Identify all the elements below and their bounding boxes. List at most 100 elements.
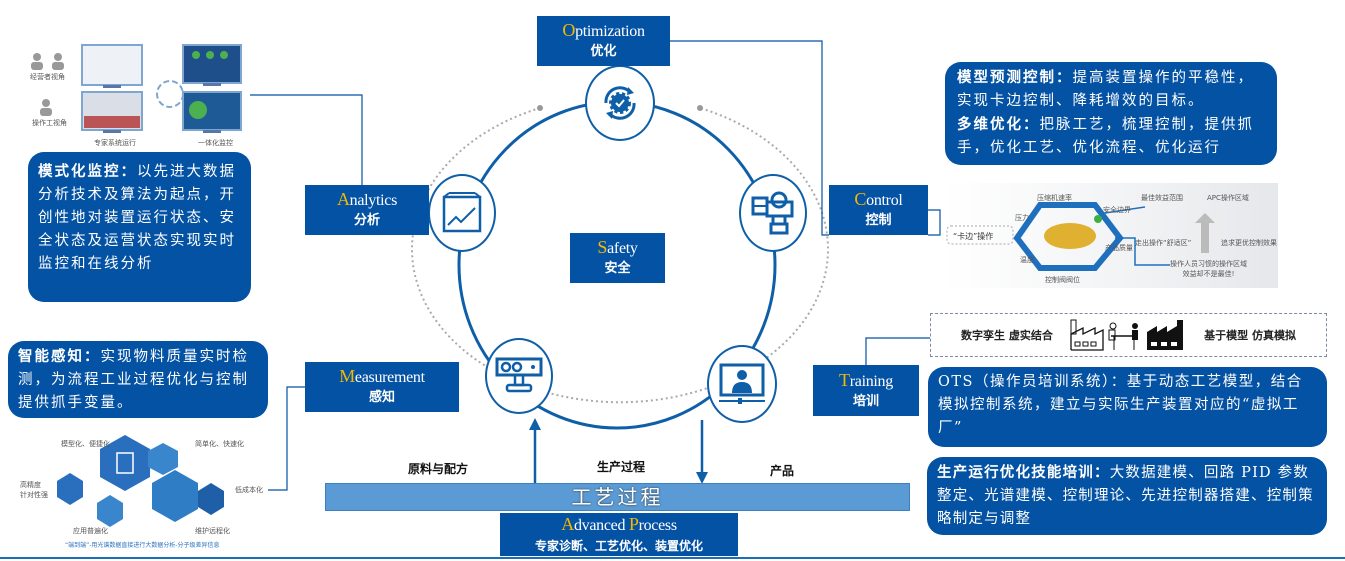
training-zh: 培训: [852, 393, 879, 409]
apc-graphic: [946, 202, 1215, 271]
training-banner: 数字孪生 虚实结合 基于模型 仿真模拟: [930, 313, 1327, 357]
control-valve-icon: [751, 191, 794, 235]
chart-board-icon: [442, 192, 482, 233]
modeling-label: 模型化、便捷化: [61, 440, 110, 448]
connector-training: [865, 337, 930, 365]
training-title: raining: [849, 372, 894, 390]
optimization-node: Optimization 优化: [537, 16, 670, 66]
input-arrow-head: [529, 418, 541, 430]
measurement-node: Measurement 感知: [305, 362, 459, 412]
gear-refresh-icon: [604, 86, 636, 120]
sensing-bubble: 智能感知：实现物料质量实时检测，为流程工业过程优化与控制提供抓手变量。: [8, 341, 268, 418]
mpc-body: 提高装置操作的平稳性，实现卡边控制、降耗增效的目标。: [957, 70, 1254, 109]
edge-valve-label: 控制阀阀位: [1045, 276, 1080, 284]
edge-safety-label: 安全边界: [1103, 206, 1131, 214]
process-initial: P: [628, 513, 639, 534]
input-label: 原料与配方: [408, 462, 469, 476]
edge-pressure-label: 压力: [1015, 214, 1029, 222]
leave-comfort-zone-label: 走出操作“舒适区”: [1135, 239, 1192, 247]
pursue-control-label: 追求更优控制效果: [1221, 239, 1277, 247]
sensing-title: 智能感知：: [18, 348, 101, 365]
multi-opt-body: 把脉工艺，梳理控制，提供抓手，优化工艺、优化流程、优化运行: [957, 117, 1254, 156]
precision-label: 高精度 针对性强: [20, 481, 48, 499]
optimization-zh: 优化: [590, 44, 617, 59]
training-node: Training 培训: [813, 365, 919, 416]
control-title: ontrol: [866, 192, 903, 209]
edge-quality-label: 产品质量: [1105, 244, 1133, 252]
simplify-label: 简单化、快速化: [195, 440, 244, 448]
monitoring-bubble: 模式化监控：以先进大数据分析技术及算法为起点，开创性地对装置运行状态、安全状态及…: [28, 152, 251, 302]
middle-label: 生产过程: [597, 460, 646, 474]
dot-right: [697, 105, 703, 111]
remote-maintenance-label: 维护远程化: [195, 527, 230, 535]
optimization-initial: O: [562, 20, 576, 40]
output-arrow-head: [696, 472, 708, 484]
banner-left-text: 数字孪生 虚实结合: [961, 329, 1053, 342]
control-initial: C: [854, 189, 867, 209]
measurement-zh: 感知: [368, 390, 395, 405]
connector-monitoring: [250, 94, 363, 185]
skills-title: 生产运行优化技能培训：: [937, 464, 1110, 481]
spectroscopy-caption: “端到端”-用光谱数据直接进行大数据分析-分子级差异信息: [65, 542, 220, 549]
monitoring-screens-image: 经营者视角 操作工视角 专家系统运行 一体化监控: [28, 40, 250, 150]
safety-title: afety: [607, 240, 638, 257]
advanced-zh: 专家诊断、工艺优化、装置优化: [534, 538, 703, 553]
safety-initial: S: [597, 237, 608, 257]
connector-optimization: [670, 40, 829, 236]
edge-operation-label: “卡边”操作: [953, 232, 994, 241]
monitoring-body: 以先进大数据分析技术及算法为起点，开创性地对装置运行状态、安全状态及运营状态实现…: [38, 164, 236, 272]
compressor-rate-label: 压缩机速率: [1037, 194, 1072, 202]
connector-measurement: [268, 386, 305, 491]
spectroscopy-hexagon-image: 模型化、便捷化 简单化、快速化 高精度 针对性强 低成本化 应用普遍化 维护远程…: [15, 425, 270, 550]
ots-body: OTS（操作员培训系统）：基于动态工艺模型，结合模拟控制系统，建立与实际生产装置…: [938, 374, 1303, 436]
expert-system-caption: 专家系统运行: [94, 139, 136, 147]
sensing-body: 实现物料质量实时检测，为流程工业过程优化与控制提供抓手变量。: [18, 349, 249, 411]
measurement-title: easurement: [354, 369, 425, 386]
skills-bubble: 生产运行优化技能培训：大数据建模、回路 PID 参数整定、光谱建模、控制理论、先…: [927, 457, 1327, 535]
banner-right-text: 基于模型 仿真模拟: [1204, 329, 1296, 342]
hexagon-graphic: [57, 435, 224, 527]
training-circle: [707, 345, 777, 423]
habit-region-label: 操作人员习惯的操作区域 效益却不是最佳!: [1170, 260, 1247, 278]
control-zh: 控制: [865, 213, 892, 228]
screens-graphic: [31, 44, 242, 133]
factory-solid-icon: [1146, 320, 1183, 350]
advanced-process-node: Advanced Process 专家诊断、工艺优化、装置优化: [500, 513, 738, 556]
optimization-title: ptimization: [575, 23, 645, 40]
advanced-title-1: dvanced: [573, 516, 629, 534]
control-node: Control 控制: [829, 185, 928, 235]
sensor-device-icon: [495, 357, 543, 393]
control-bubble: 模型预测控制：提高装置操作的平稳性，实现卡边控制、降耗增效的目标。 多维优化：把…: [945, 62, 1277, 165]
apc-edge-operation-image: “卡边”操作 压缩机速率 最佳效益范围 APC操作区域 走出操作“舒适区” 追求…: [945, 183, 1278, 288]
multi-opt-title: 多维优化：: [957, 116, 1040, 133]
mpc-title: 模型预测控制：: [957, 69, 1073, 86]
edge-temperature-label: 温度: [1020, 256, 1034, 264]
skills-body: 大数据建模、回路 PID 参数整定、光谱建模、控制理论、先进控制器搭建、控制策略…: [937, 465, 1314, 527]
dot-left: [537, 105, 543, 111]
universal-label: 应用普遍化: [73, 527, 108, 535]
analytics-zh: 分析: [353, 213, 380, 228]
apc-region-label: APC操作区域: [1207, 194, 1249, 202]
factory-outline-icon: [1069, 319, 1104, 351]
role-manager-caption: 经营者视角: [30, 73, 65, 81]
analytics-initial: A: [336, 189, 350, 209]
safety-zh: 安全: [604, 261, 631, 276]
measurement-initial: M: [339, 366, 355, 386]
integrated-monitor-caption: 一体化监控: [198, 139, 233, 147]
monitoring-title: 模式化监控：: [38, 163, 137, 180]
control-circle: [739, 174, 807, 252]
connector-control-image: [928, 209, 941, 236]
video-lecture-icon: [719, 363, 765, 404]
safety-node: Safety 安全: [570, 233, 665, 283]
role-operator-caption: 操作工视角: [32, 119, 67, 127]
operator-desk-icon: [1108, 322, 1138, 350]
low-cost-label: 低成本化: [235, 486, 263, 494]
factory-training-icons: [1069, 319, 1183, 351]
analytics-node: Analytics 分析: [305, 185, 429, 235]
best-benefit-label: 最佳效益范围: [1141, 194, 1183, 202]
analytics-circle: [428, 174, 496, 252]
process-bar: 工艺过程: [325, 483, 910, 511]
training-initial: T: [839, 369, 850, 390]
advanced-title-2: rocess: [638, 516, 677, 534]
